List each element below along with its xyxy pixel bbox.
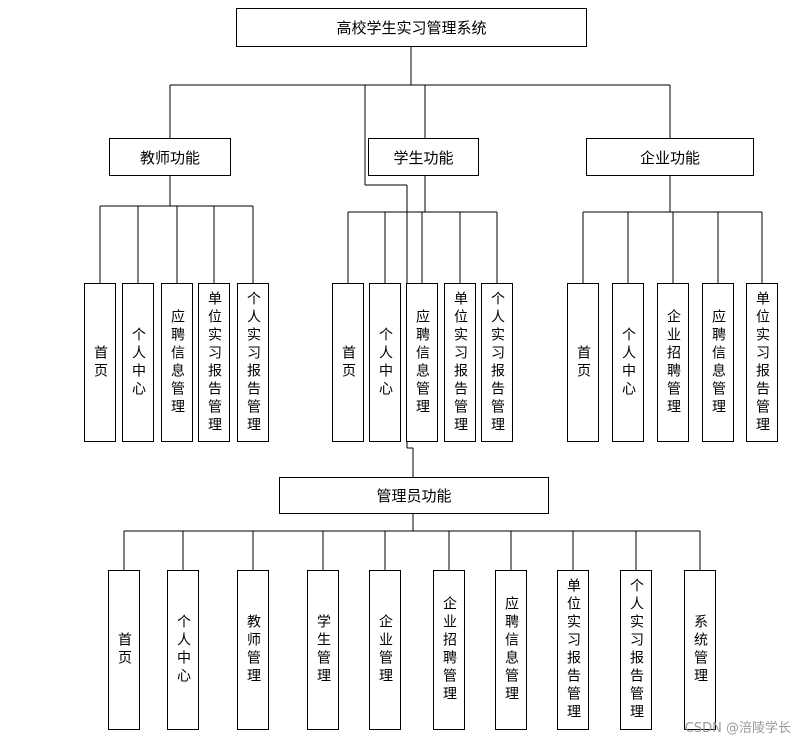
student-item-label: 应聘信息管理: [414, 308, 431, 417]
admin-item-label: 应聘信息管理: [503, 596, 520, 704]
company-function-node: 企业功能: [586, 138, 754, 176]
student-item-label: 个人实习报告管理: [489, 290, 506, 435]
student-item-node: 个人中心: [369, 283, 401, 442]
admin-item-label: 企业招聘管理: [441, 596, 458, 704]
watermark: CSDN @涪陵学长: [684, 721, 791, 736]
teacher-function-title: 教师功能: [139, 148, 200, 167]
admin-item-label: 系统管理: [692, 614, 709, 686]
root-node: 高校学生实习管理系统: [236, 8, 587, 47]
student-item-label: 首页: [340, 344, 357, 381]
teacher-item-node: 单位实习报告管理: [198, 283, 230, 442]
admin-item-node: 首页: [108, 570, 140, 730]
admin-item-label: 个人中心: [175, 614, 192, 686]
teacher-function-node: 教师功能: [109, 138, 231, 176]
teacher-item-label: 应聘信息管理: [169, 308, 186, 417]
root-title: 高校学生实习管理系统: [336, 19, 487, 37]
admin-item-label: 个人实习报告管理: [628, 578, 645, 722]
admin-item-node: 企业招聘管理: [433, 570, 465, 730]
student-item-node: 单位实习报告管理: [444, 283, 476, 442]
teacher-item-label: 个人实习报告管理: [245, 290, 262, 435]
company-item-node: 单位实习报告管理: [746, 283, 778, 442]
company-item-node: 个人中心: [612, 283, 644, 442]
student-function-node: 学生功能: [368, 138, 479, 176]
student-function-title: 学生功能: [393, 148, 454, 167]
admin-function-title: 管理员功能: [376, 487, 452, 505]
teacher-item-label: 单位实习报告管理: [206, 290, 223, 435]
student-item-node: 首页: [332, 283, 364, 442]
admin-item-label: 首页: [116, 632, 133, 668]
company-item-label: 首页: [575, 344, 592, 381]
company-item-label: 应聘信息管理: [710, 308, 727, 417]
admin-item-label: 教师管理: [245, 614, 262, 686]
student-item-node: 应聘信息管理: [406, 283, 438, 442]
admin-item-node: 个人中心: [167, 570, 199, 730]
admin-item-node: 系统管理: [684, 570, 716, 730]
teacher-item-node: 首页: [84, 283, 116, 442]
company-item-node: 应聘信息管理: [702, 283, 734, 442]
company-item-label: 个人中心: [620, 326, 637, 399]
teacher-item-label: 首页: [92, 344, 109, 381]
admin-item-node: 应聘信息管理: [495, 570, 527, 730]
company-item-node: 企业招聘管理: [657, 283, 689, 442]
admin-item-label: 单位实习报告管理: [565, 578, 582, 722]
teacher-item-node: 个人实习报告管理: [237, 283, 269, 442]
teacher-item-label: 个人中心: [130, 326, 147, 399]
company-item-node: 首页: [567, 283, 599, 442]
admin-item-label: 企业管理: [377, 614, 394, 686]
student-item-label: 单位实习报告管理: [452, 290, 469, 435]
admin-item-node: 学生管理: [307, 570, 339, 730]
admin-item-node: 企业管理: [369, 570, 401, 730]
student-item-label: 个人中心: [377, 326, 394, 399]
admin-item-node: 教师管理: [237, 570, 269, 730]
teacher-item-node: 应聘信息管理: [161, 283, 193, 442]
student-item-node: 个人实习报告管理: [481, 283, 513, 442]
company-function-title: 企业功能: [639, 148, 700, 167]
admin-function-node: 管理员功能: [279, 477, 549, 514]
admin-item-node: 单位实习报告管理: [557, 570, 589, 730]
company-item-label: 单位实习报告管理: [754, 290, 771, 435]
teacher-item-node: 个人中心: [122, 283, 154, 442]
admin-item-label: 学生管理: [315, 614, 332, 686]
admin-item-node: 个人实习报告管理: [620, 570, 652, 730]
company-item-label: 企业招聘管理: [665, 308, 682, 417]
